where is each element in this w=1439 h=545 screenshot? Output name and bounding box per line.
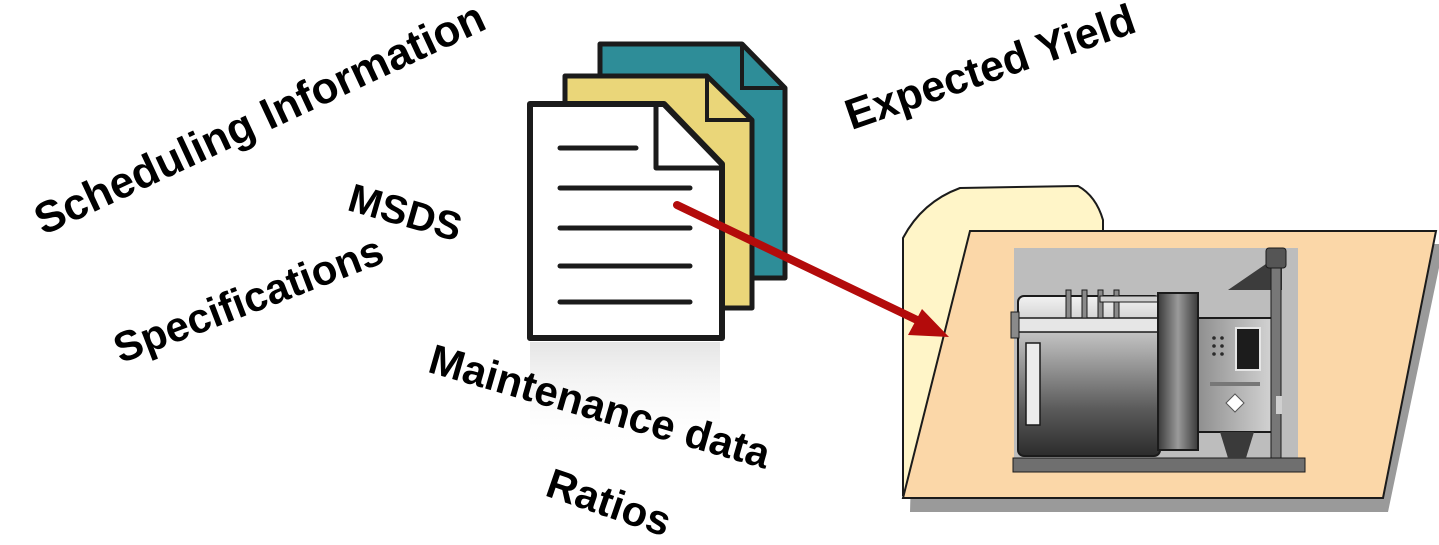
machine-icon bbox=[1010, 247, 1306, 473]
document-reflection bbox=[530, 342, 720, 452]
document-lines bbox=[557, 145, 693, 305]
document-stack-icon bbox=[527, 41, 788, 452]
arrow-icon bbox=[673, 201, 949, 337]
document-front bbox=[527, 101, 725, 341]
